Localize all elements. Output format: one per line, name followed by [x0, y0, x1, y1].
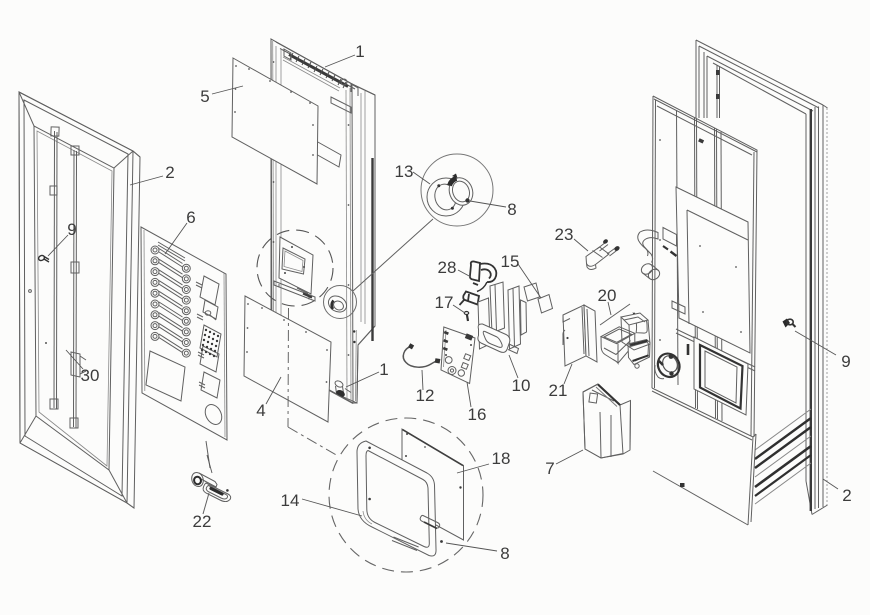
svg-text:18: 18 — [492, 449, 511, 468]
svg-text:12: 12 — [416, 386, 435, 405]
svg-text:21: 21 — [549, 381, 568, 400]
svg-text:23: 23 — [555, 225, 574, 244]
svg-text:2: 2 — [842, 486, 851, 505]
svg-text:30: 30 — [81, 366, 100, 385]
svg-text:10: 10 — [512, 376, 531, 395]
svg-text:2: 2 — [165, 163, 174, 182]
svg-text:7: 7 — [545, 459, 554, 478]
svg-text:4: 4 — [256, 401, 265, 420]
svg-text:17: 17 — [435, 293, 454, 312]
svg-text:13: 13 — [395, 162, 414, 181]
svg-text:9: 9 — [67, 220, 76, 239]
svg-text:20: 20 — [598, 286, 617, 305]
svg-text:16: 16 — [468, 405, 487, 424]
svg-text:6: 6 — [186, 208, 195, 227]
svg-text:8: 8 — [507, 200, 516, 219]
svg-text:9: 9 — [841, 352, 850, 371]
svg-text:1: 1 — [355, 42, 364, 61]
svg-text:8: 8 — [500, 544, 509, 563]
svg-text:28: 28 — [438, 258, 457, 277]
svg-text:15: 15 — [501, 252, 520, 271]
svg-text:22: 22 — [193, 512, 212, 531]
svg-text:5: 5 — [200, 87, 209, 106]
svg-text:1: 1 — [379, 360, 388, 379]
svg-text:14: 14 — [281, 491, 300, 510]
